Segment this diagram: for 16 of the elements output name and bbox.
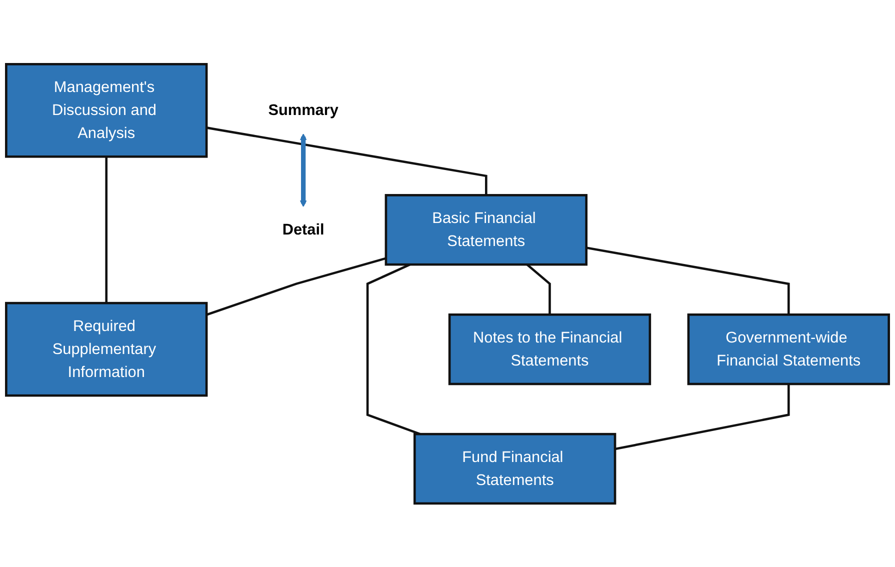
- connector: [206, 256, 386, 316]
- connector: [366, 263, 421, 435]
- connector: [526, 263, 551, 314]
- connector: [614, 384, 790, 450]
- connector: [586, 246, 790, 314]
- node-box: Government-wide Financial Statements: [687, 313, 890, 385]
- node-box: Required Supplementary Information: [5, 302, 208, 396]
- node-box: Fund Financial Statements: [414, 432, 616, 504]
- node-text: Detail: [282, 221, 324, 238]
- connector: [206, 126, 488, 195]
- node-box: Basic Financial Statements: [384, 194, 588, 266]
- arrow: [300, 133, 307, 207]
- connector: [105, 156, 108, 303]
- node-text: Summary: [268, 102, 338, 119]
- node-box: Management's Discussion and Analysis: [5, 62, 208, 158]
- node-box: Notes to the Financial Statements: [448, 313, 652, 385]
